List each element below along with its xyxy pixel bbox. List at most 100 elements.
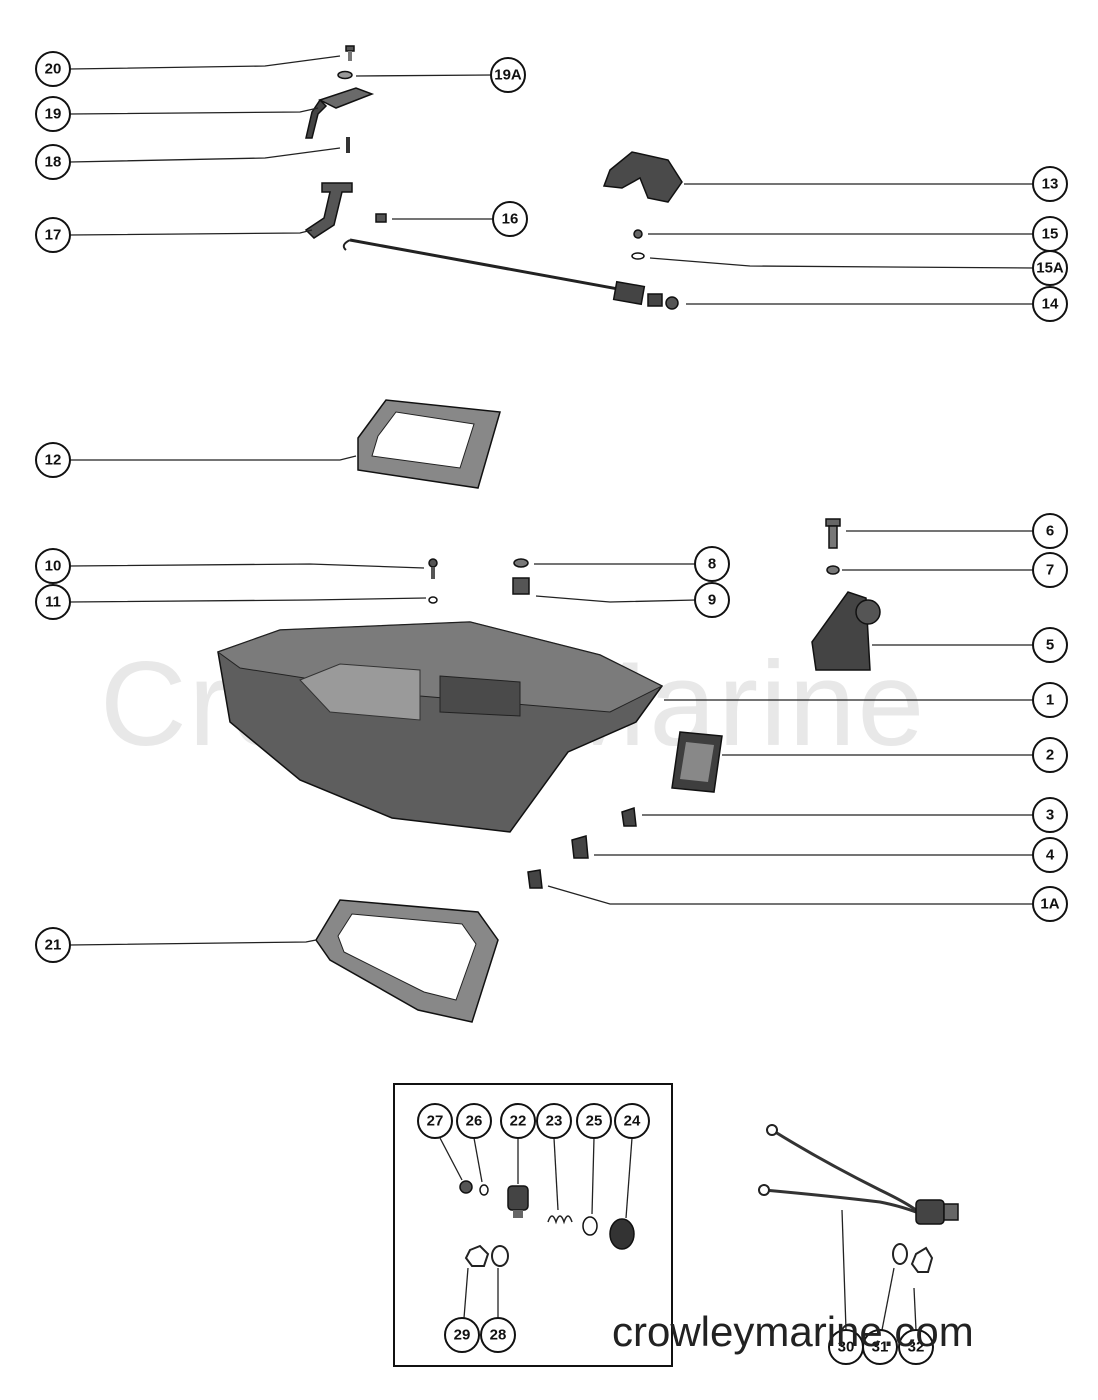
part-19a-washer (337, 70, 353, 80)
svg-text:10: 10 (45, 558, 62, 575)
callout-17: 17 (35, 217, 71, 253)
part-7-washer (826, 565, 840, 575)
callout-16: 16 (492, 201, 528, 237)
part-4-clip (571, 835, 589, 859)
part-14-shift-rod (342, 238, 679, 310)
svg-text:14: 14 (1042, 296, 1059, 313)
callout-22: 22 (500, 1103, 536, 1139)
svg-text:2: 2 (1046, 747, 1054, 764)
part-23-spring (547, 1215, 573, 1225)
part-27-nut (459, 1180, 473, 1194)
svg-text:13: 13 (1042, 176, 1059, 193)
callout-2: 2 (1032, 737, 1068, 773)
svg-text:12: 12 (45, 452, 62, 469)
svg-text:29: 29 (454, 1327, 471, 1344)
part-2-seal (671, 731, 723, 793)
part-31-washer (892, 1243, 908, 1265)
callout-15: 15 (1032, 216, 1068, 252)
callout-26: 26 (456, 1103, 492, 1139)
svg-text:15: 15 (1042, 226, 1059, 243)
svg-text:3: 3 (1046, 807, 1054, 824)
leader-lines (69, 55, 1035, 1331)
part-8-washer (513, 558, 529, 568)
callout-9: 9 (694, 582, 730, 618)
part-1a-clip (527, 869, 543, 889)
callout-20: 20 (35, 51, 71, 87)
callout-27: 27 (417, 1103, 453, 1139)
callout-11: 11 (35, 584, 71, 620)
callout-19: 19 (35, 96, 71, 132)
callout-12: 12 (35, 442, 71, 478)
svg-text:6: 6 (1046, 523, 1054, 540)
callout-8: 8 (694, 546, 730, 582)
callout-1a: 1A (1032, 886, 1068, 922)
callout-32: 32 (898, 1329, 934, 1365)
callout-1: 1 (1032, 682, 1068, 718)
svg-text:9: 9 (708, 592, 716, 609)
part-5-bracket (811, 591, 881, 671)
part-18-pin (346, 137, 350, 153)
svg-text:1: 1 (1046, 692, 1054, 709)
part-1-housing (216, 621, 664, 833)
svg-text:17: 17 (45, 227, 62, 244)
part-21-gasket (315, 899, 499, 1023)
part-13-cover (602, 151, 683, 203)
callout-3: 3 (1032, 797, 1068, 833)
svg-text:18: 18 (45, 154, 62, 171)
callout-24: 24 (614, 1103, 650, 1139)
svg-text:8: 8 (708, 556, 716, 573)
svg-text:5: 5 (1046, 637, 1054, 654)
callout-13: 13 (1032, 166, 1068, 202)
callout-28: 28 (480, 1317, 516, 1353)
svg-text:21: 21 (45, 937, 62, 954)
svg-text:7: 7 (1046, 562, 1054, 579)
part-16-nut (375, 213, 387, 223)
callout-15a: 15A (1032, 250, 1068, 286)
svg-text:30: 30 (838, 1339, 855, 1356)
part-11-washer (428, 596, 438, 604)
part-15-screw (633, 229, 643, 239)
callout-29: 29 (444, 1317, 480, 1353)
callout-4: 4 (1032, 837, 1068, 873)
callout-18: 18 (35, 144, 71, 180)
part-12-gasket (357, 399, 501, 489)
callout-23: 23 (536, 1103, 572, 1139)
part-25-o-ring (582, 1216, 598, 1236)
part-17-bracket (304, 182, 353, 239)
part-3-clip (621, 806, 637, 827)
part-28-washer (491, 1245, 509, 1267)
svg-text:23: 23 (546, 1113, 563, 1130)
part-19-bracket (305, 87, 375, 139)
part-6-screw (825, 518, 841, 549)
part-24-grommet (609, 1218, 635, 1250)
svg-text:24: 24 (624, 1113, 641, 1130)
svg-text:19A: 19A (494, 67, 522, 84)
svg-text:11: 11 (45, 594, 61, 611)
part-29-nut (464, 1244, 490, 1267)
part-15a-washer (631, 252, 645, 260)
svg-text:19: 19 (45, 106, 62, 123)
svg-text:20: 20 (45, 61, 62, 78)
part-20-screw (345, 45, 355, 61)
callout-14: 14 (1032, 286, 1068, 322)
callout-6: 6 (1032, 513, 1068, 549)
callout-5: 5 (1032, 627, 1068, 663)
part-32-nut (910, 1246, 934, 1273)
svg-text:28: 28 (490, 1327, 507, 1344)
part-30-wire-harness (758, 1124, 959, 1225)
callout-25: 25 (576, 1103, 612, 1139)
callout-31: 31 (862, 1329, 898, 1365)
svg-text:31: 31 (872, 1339, 889, 1356)
svg-text:1A: 1A (1040, 896, 1059, 913)
part-26-washer (479, 1184, 489, 1196)
svg-text:32: 32 (908, 1339, 925, 1356)
website-text: crowleymarine.com (612, 1308, 974, 1355)
callout-21: 21 (35, 927, 71, 963)
svg-text:26: 26 (466, 1113, 483, 1130)
svg-text:16: 16 (502, 211, 519, 228)
svg-text:15A: 15A (1036, 260, 1064, 277)
callout-7: 7 (1032, 552, 1068, 588)
callout-10: 10 (35, 548, 71, 584)
part-22-fitting (507, 1185, 529, 1218)
